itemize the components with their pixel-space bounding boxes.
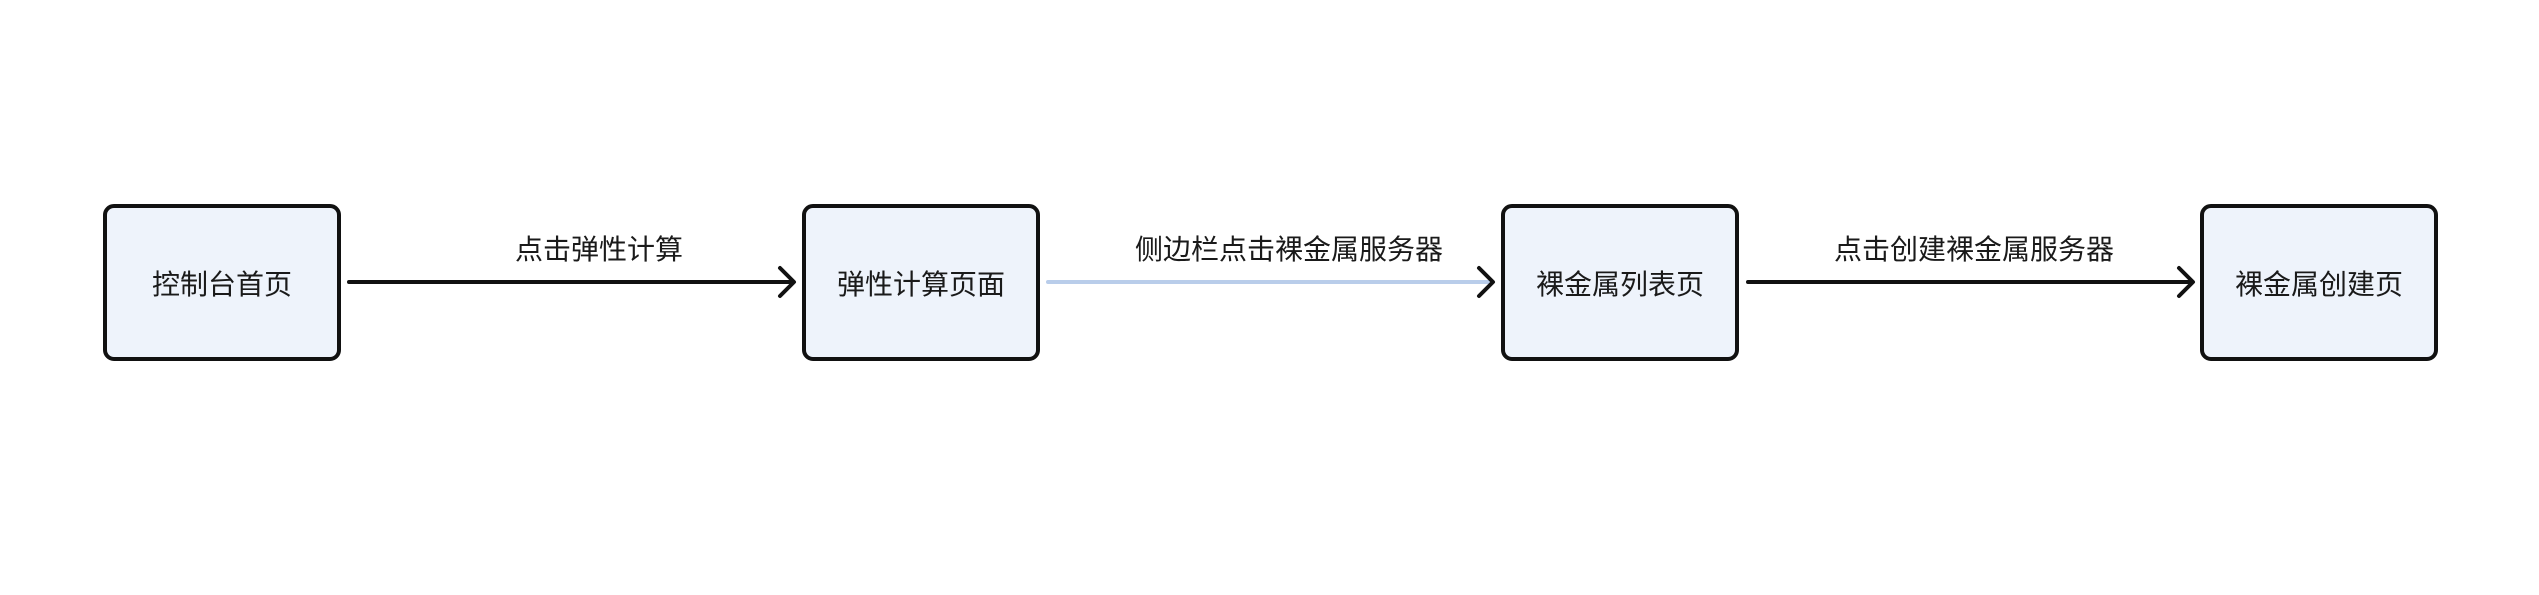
node-label: 裸金属创建页 <box>2234 267 2403 301</box>
node-console-home[interactable]: 控制台首页 <box>103 204 341 361</box>
node-bare-metal-list[interactable]: 裸金属列表页 <box>1501 204 1739 361</box>
edge-1-arrowhead <box>778 266 796 298</box>
edge-3 <box>1746 266 2195 298</box>
edge-2 <box>1046 266 1495 298</box>
edge-2-arrowhead <box>1477 266 1495 298</box>
node-label: 弹性计算页面 <box>836 267 1005 301</box>
node-bare-metal-create[interactable]: 裸金属创建页 <box>2200 204 2438 361</box>
node-elastic-compute[interactable]: 弹性计算页面 <box>802 204 1040 361</box>
edge-1 <box>347 266 796 298</box>
edge-1-label: 点击弹性计算 <box>514 233 684 266</box>
edge-2-label: 侧边栏点击裸金属服务器 <box>1134 233 1444 266</box>
edge-3-label: 点击创建裸金属服务器 <box>1833 233 2115 266</box>
node-label: 裸金属列表页 <box>1535 267 1704 301</box>
node-label: 控制台首页 <box>151 267 292 301</box>
edge-3-arrowhead <box>2177 266 2195 298</box>
